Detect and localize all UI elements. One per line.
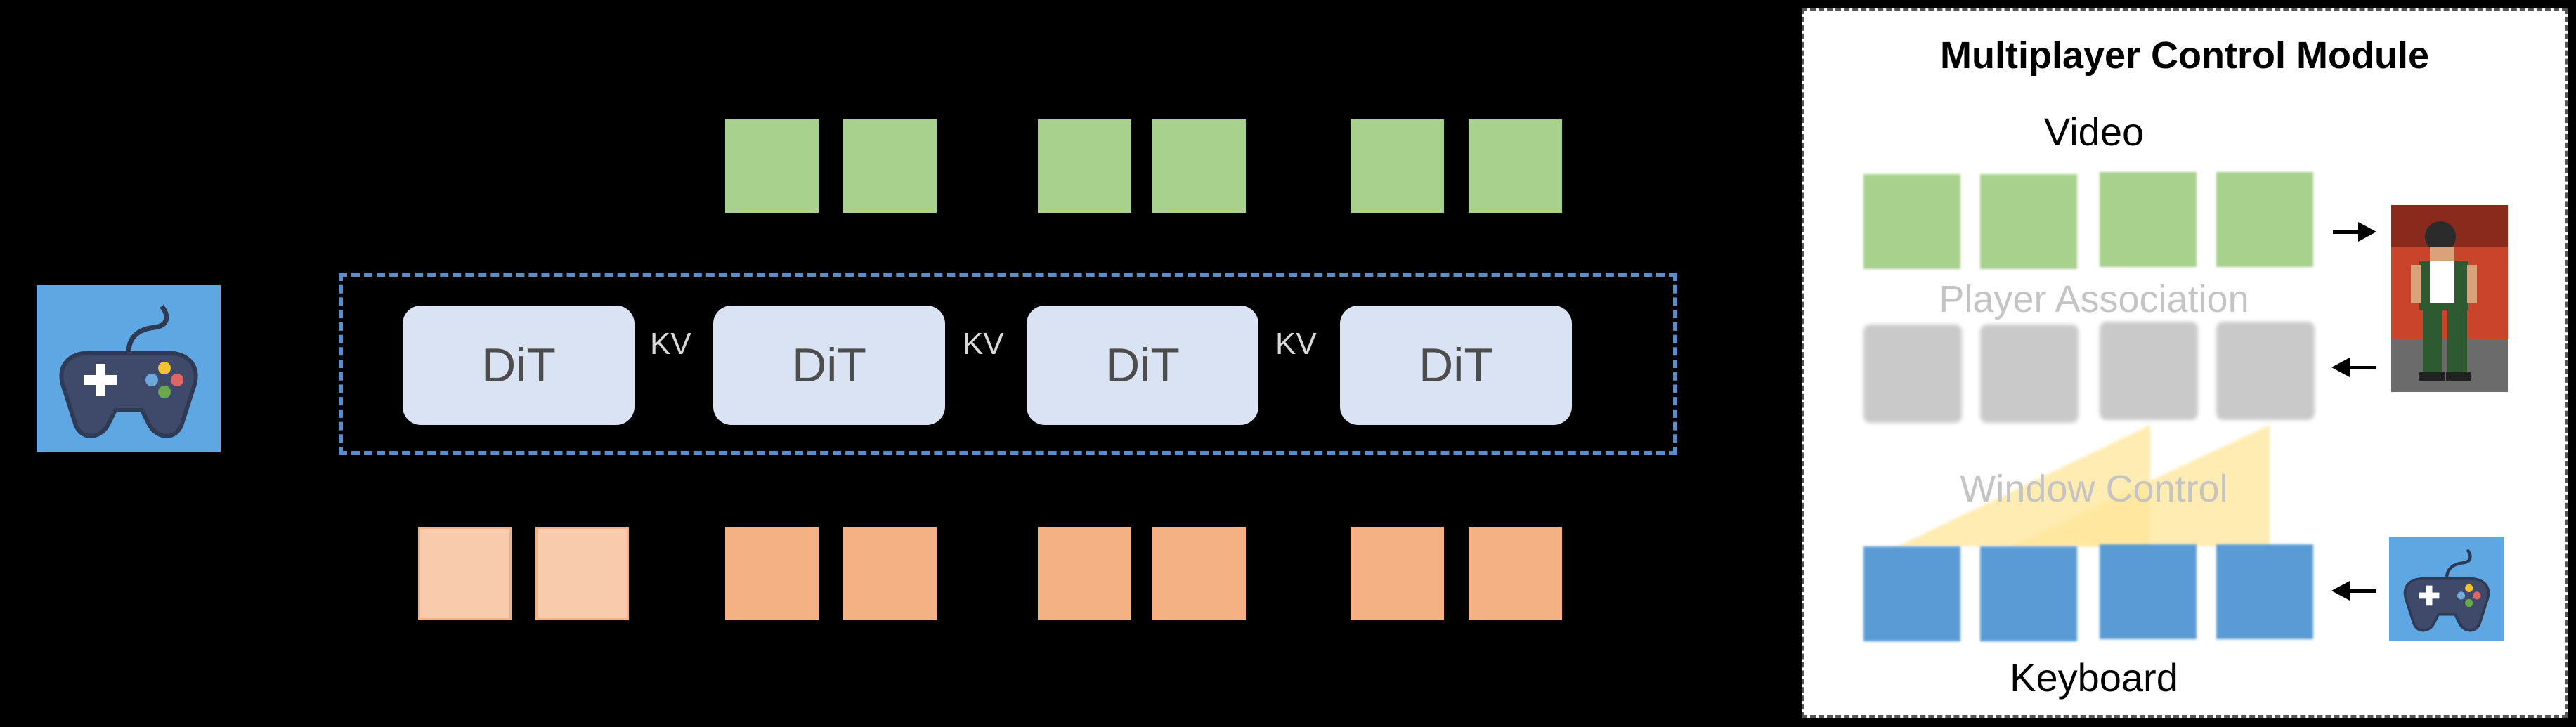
arrow-left-icon (2331, 358, 2350, 377)
gamepad-icon (2389, 537, 2504, 641)
module-video-token (2100, 172, 2197, 267)
video-token (1469, 119, 1562, 213)
kv-label: KV (650, 327, 691, 361)
keyboard-token (1863, 546, 1960, 641)
window-control-label: Window Control (1960, 468, 2228, 510)
module-video-token (2216, 172, 2313, 267)
action-token (843, 527, 937, 620)
video-token (1152, 119, 1246, 213)
arrow-left-icon (2331, 581, 2350, 601)
keyboard-token (2216, 544, 2313, 639)
window-control-wedges (1897, 425, 2270, 546)
dit-block: DiT (1027, 306, 1258, 425)
kv-label: KV (1275, 327, 1317, 361)
player-association-label: Player Association (1939, 278, 2249, 320)
video-token (725, 119, 819, 213)
arrow-right-icon (2333, 230, 2361, 234)
arrow-left-icon (2348, 589, 2376, 593)
association-token (1863, 325, 1962, 423)
module-video-token (1863, 174, 1960, 269)
module-video-token (1980, 174, 2077, 269)
association-token (1980, 325, 2079, 423)
keyboard-token (1980, 546, 2077, 641)
dit-block: DiT (1340, 306, 1572, 425)
keyboard-label: Keyboard (2010, 655, 2178, 700)
association-token (2100, 322, 2198, 420)
gamepad-icon (37, 285, 221, 452)
action-token-light (535, 527, 629, 620)
arrow-left-icon (2348, 366, 2376, 369)
dit-group-frame (339, 273, 1677, 455)
dit-block: DiT (403, 306, 635, 425)
association-token (2216, 322, 2315, 420)
fighter-character-image (2391, 205, 2508, 392)
action-token (1351, 527, 1444, 620)
video-token (1351, 119, 1444, 213)
arrow-right-icon (2358, 222, 2376, 242)
dit-block: DiT (713, 306, 945, 425)
video-token (843, 119, 937, 213)
action-token (1038, 527, 1131, 620)
action-token-light (418, 527, 512, 620)
video-token (1038, 119, 1131, 213)
video-label: Video (2043, 110, 2145, 154)
kv-label: KV (963, 327, 1004, 361)
action-token (725, 527, 819, 620)
action-token (1469, 527, 1562, 620)
action-token (1152, 527, 1246, 620)
module-title: Multiplayer Control Module (1940, 34, 2429, 77)
keyboard-token (2100, 544, 2197, 639)
